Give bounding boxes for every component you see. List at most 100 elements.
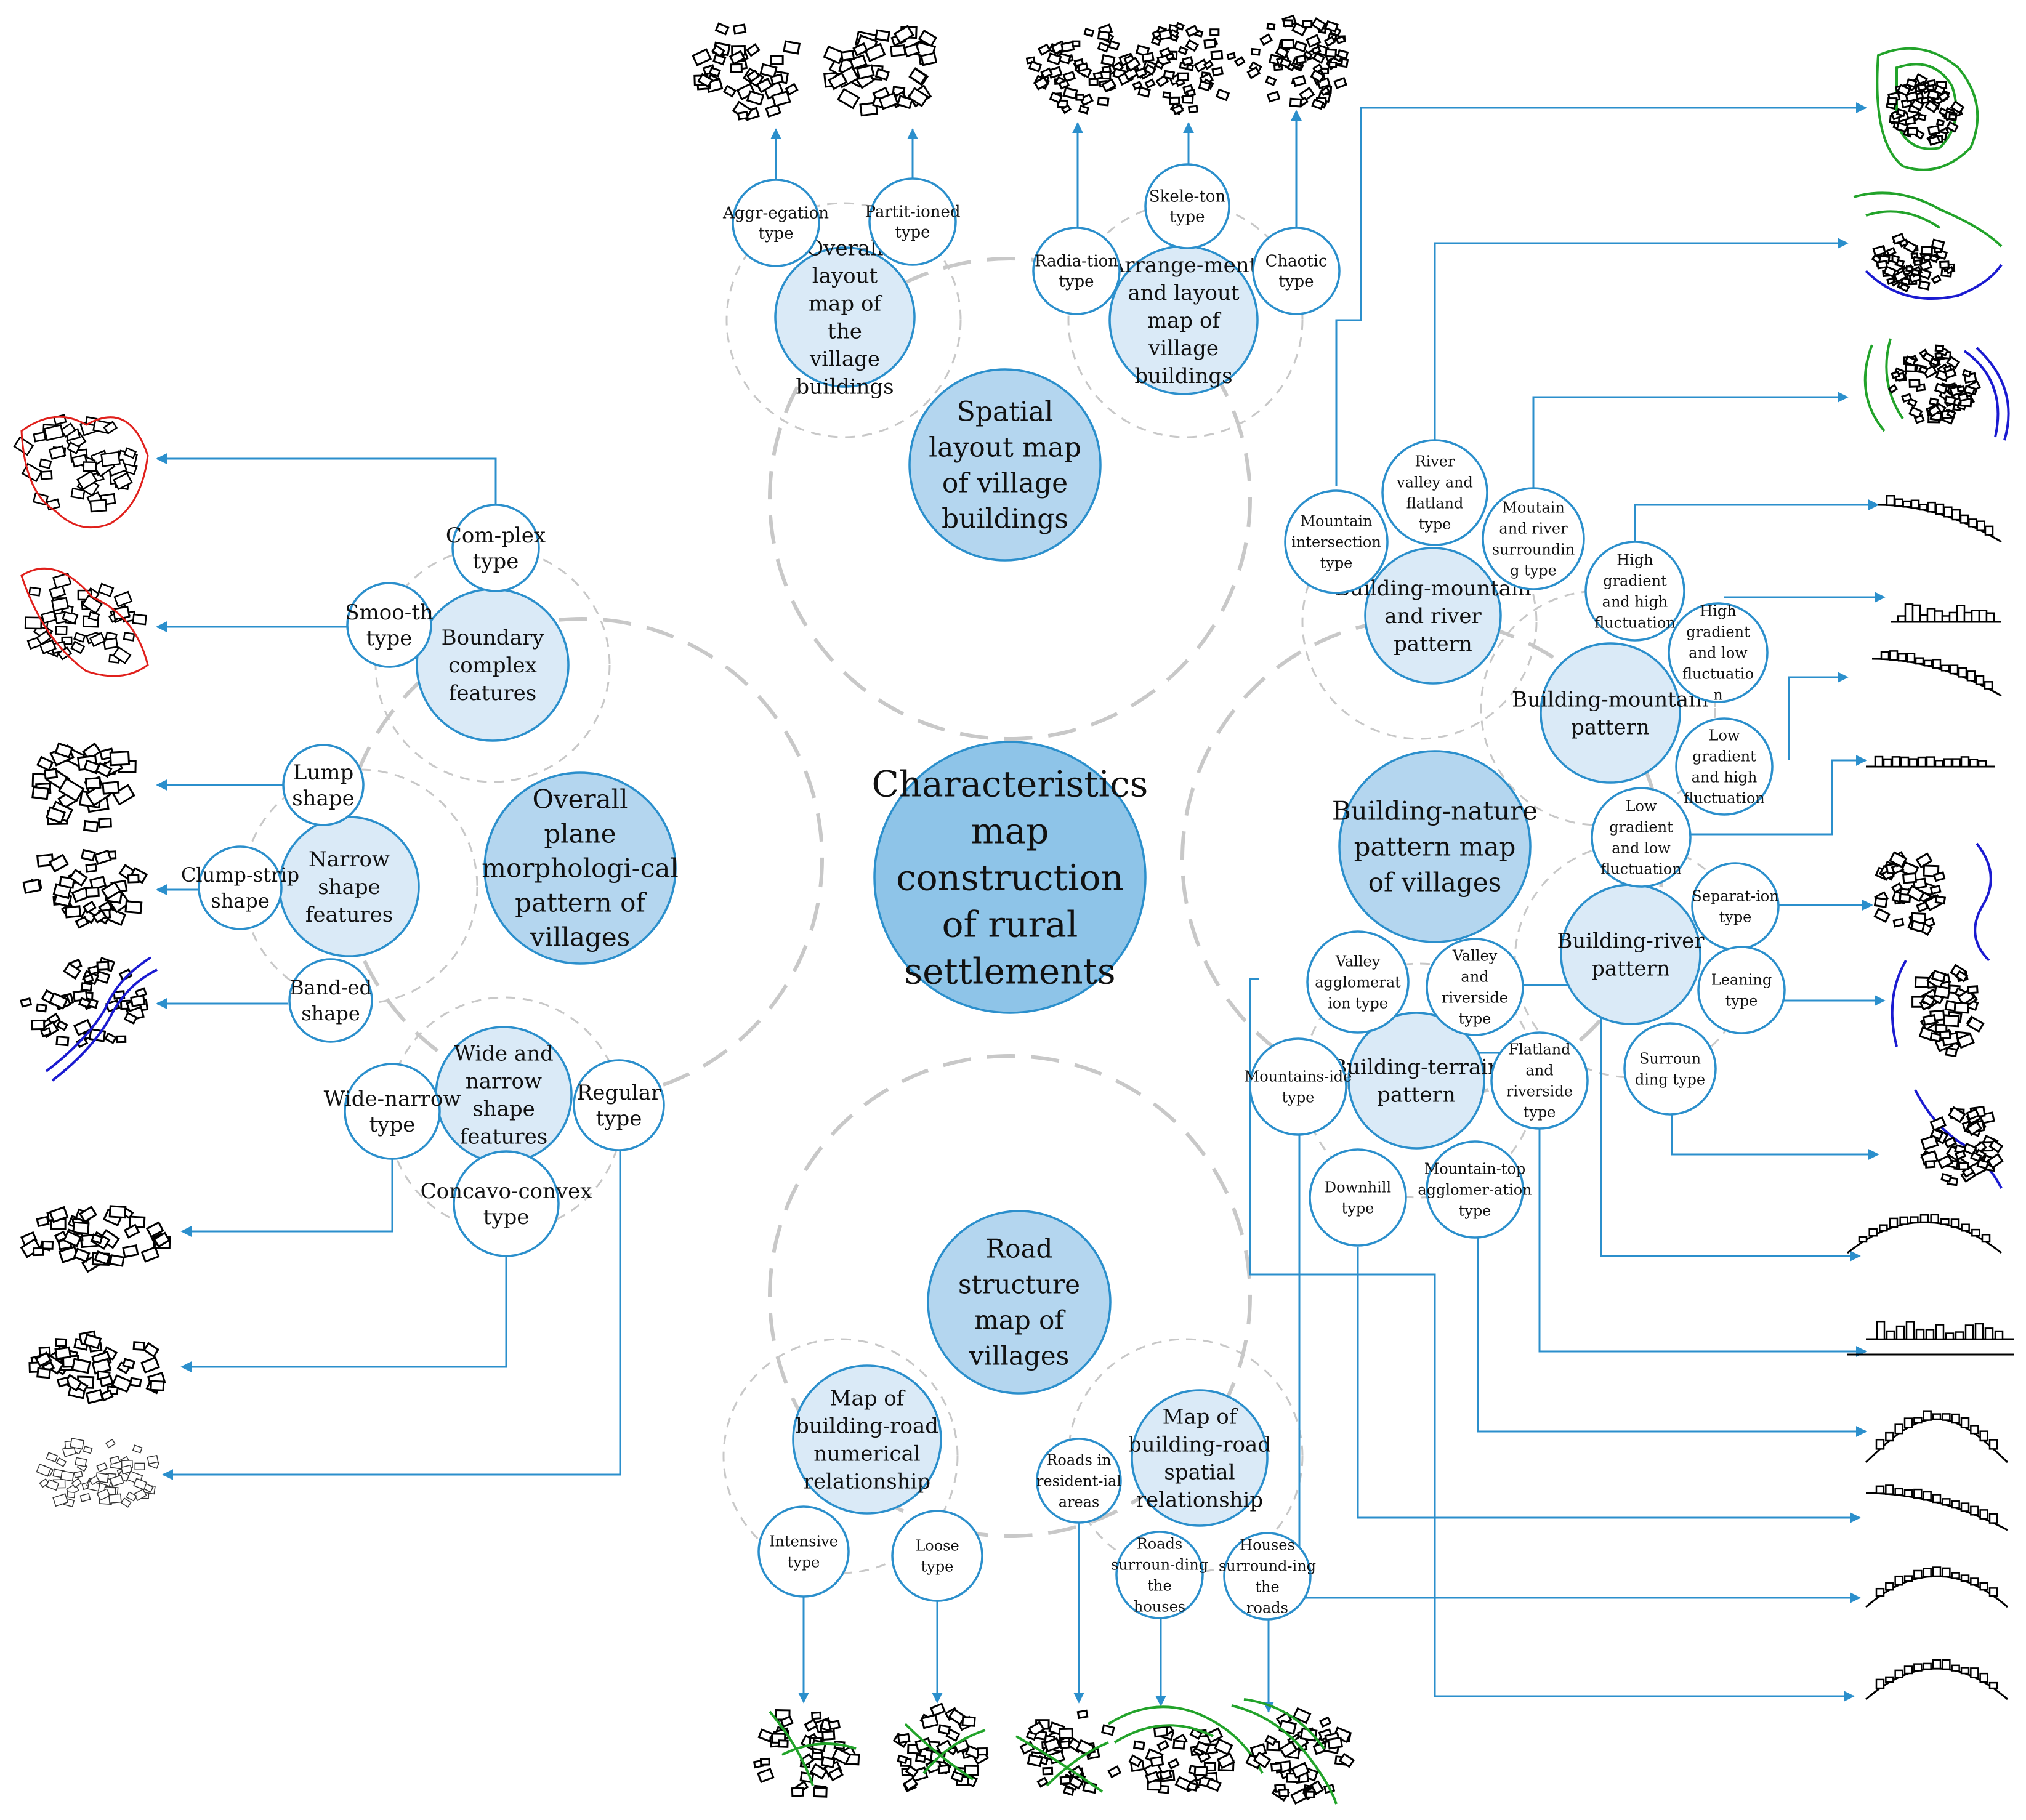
subgroup-ring bbox=[722, 1338, 959, 1574]
connector-arrow bbox=[1434, 238, 1849, 449]
primary-node-road-structure-circle bbox=[927, 1210, 1112, 1395]
leaf-node-houses-surrounding-roads-circle bbox=[1223, 1532, 1312, 1621]
group-ring bbox=[768, 1054, 1252, 1538]
primary-node-spatial-layout-circle bbox=[908, 368, 1102, 562]
leaf-node-wide-narrow-type-circle bbox=[344, 1063, 441, 1160]
village-thumbnail bbox=[20, 1205, 171, 1273]
group-ring bbox=[768, 257, 1252, 741]
village-thumbnail bbox=[823, 25, 938, 117]
village-thumbnail bbox=[22, 848, 148, 929]
primary-node-building-nature-circle bbox=[1338, 750, 1532, 943]
leaf-node-lump-circle bbox=[282, 744, 365, 826]
road-line bbox=[1231, 1704, 1338, 1805]
terrain-profile-thumbnail bbox=[1866, 1320, 2014, 1340]
terrain-profile-thumbnail bbox=[1847, 1214, 2002, 1254]
boundary-outline bbox=[20, 416, 149, 529]
village-thumbnail bbox=[1246, 14, 1349, 110]
river-line bbox=[1976, 347, 2010, 441]
leaf-node-mountain-river-surrounding-circle bbox=[1482, 487, 1585, 590]
village-thumbnail bbox=[13, 414, 138, 513]
river-line bbox=[1891, 959, 1907, 1047]
leaf-node-banded-circle bbox=[288, 958, 373, 1043]
connector-arrow bbox=[180, 1145, 393, 1237]
terrain-profile-thumbnail bbox=[1865, 1484, 2008, 1531]
secondary-node-road-spatial-circle bbox=[1131, 1389, 1269, 1527]
boundary-outline bbox=[20, 567, 149, 677]
river-line bbox=[1974, 842, 1992, 962]
leaf-node-aggregation-circle bbox=[732, 179, 820, 267]
leaf-node-high-low-circle bbox=[1668, 602, 1769, 703]
leaf-node-low-high-circle bbox=[1675, 717, 1774, 816]
leaf-node-valley-riverside-circle bbox=[1426, 938, 1524, 1036]
connector-arrow bbox=[1671, 1108, 1879, 1160]
village-thumbnail bbox=[1885, 73, 1965, 146]
village-thumbnail bbox=[36, 1438, 160, 1508]
example-thumbnails bbox=[13, 14, 2014, 1805]
connector-arrow bbox=[1524, 984, 1861, 1262]
village-thumbnail bbox=[692, 22, 801, 121]
leaf-node-surrounding-circle bbox=[1623, 1022, 1717, 1116]
river-line bbox=[45, 956, 152, 1073]
village-thumbnail bbox=[1871, 233, 1956, 293]
leaf-node-concavo-convex-circle bbox=[453, 1150, 560, 1257]
secondary-node-overall-layout-circle bbox=[774, 246, 916, 388]
road-line bbox=[904, 1723, 986, 1781]
leaf-node-complex-circle bbox=[451, 504, 540, 592]
subgroup-ring bbox=[725, 202, 962, 438]
connector-arrow bbox=[1788, 672, 1849, 760]
village-thumbnail bbox=[1887, 344, 1981, 425]
leaf-node-low-low-circle bbox=[1591, 787, 1692, 888]
leaf-node-roads-surrounding-houses-circle bbox=[1115, 1531, 1204, 1619]
